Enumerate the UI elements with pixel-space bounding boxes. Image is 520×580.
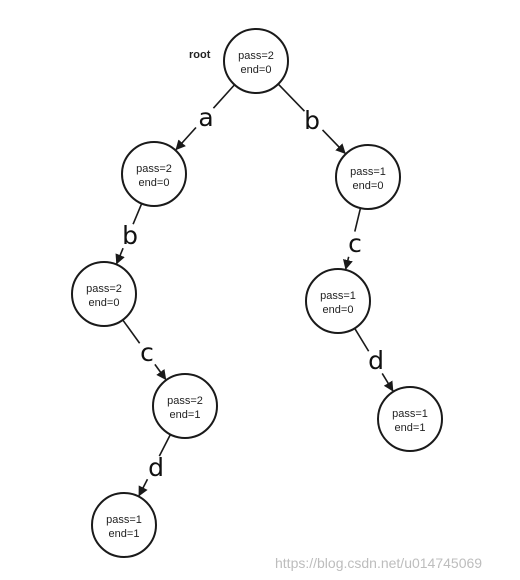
node-circle [91,492,157,558]
edge-arrow [381,373,394,392]
edge-label: c [140,338,154,367]
node-pass-text: pass=2 [238,50,274,62]
node-pass-text: pass=2 [136,163,172,175]
node-end-text: end=1 [109,528,140,540]
node-circle [71,261,137,327]
trie-node: pass=2 end=0 [71,261,137,327]
edge-line [354,207,362,232]
edge-label: d [148,453,164,482]
trie-node: pass=2 end=0 [223,28,289,94]
node-circle [377,386,443,452]
trie-node: pass=1 end=1 [377,386,443,452]
node-pass-text: pass=1 [350,166,386,178]
node-end-text: end=0 [241,64,272,76]
root-label: root [189,49,211,61]
edge-arrow [115,247,125,265]
edges-layer: a b b c c d d [115,83,394,497]
edge-arrow [321,129,346,154]
edge-label: a [198,103,213,132]
edge-arrow [343,256,353,270]
node-circle [152,373,218,439]
trie-node: pass=2 end=0 [121,141,187,207]
node-circle [121,141,187,207]
node-pass-text: pass=2 [167,395,203,407]
edge-label: d [368,346,384,375]
node-end-text: end=1 [170,409,201,421]
edge-label: c [348,229,362,258]
node-circle [305,268,371,334]
node-pass-text: pass=2 [86,283,122,295]
edge-line [212,84,236,109]
node-circle [335,144,401,210]
node-end-text: end=1 [395,422,426,434]
trie-node: pass=1 end=0 [305,268,371,334]
edge-line [353,327,370,352]
edge-line [122,319,141,344]
edge-label: b [122,221,138,250]
edge-arrow [138,478,149,497]
edge-line [158,434,172,457]
node-end-text: end=0 [353,180,384,192]
nodes-layer: pass=2 end=0 pass=2 end=0 pass=1 end=0 pass=2 e… [71,28,443,558]
node-pass-text: pass=1 [392,408,428,420]
node-pass-text: pass=1 [106,514,142,526]
edge-line [277,83,306,112]
edge-arrow [175,126,197,151]
trie-node: pass=2 end=1 [152,373,218,439]
edge-arrow [154,363,167,381]
watermark: https://blog.csdn.net/u014745069 [275,555,482,571]
node-end-text: end=0 [139,177,170,189]
node-end-text: end=0 [89,297,120,309]
edge-line [132,203,143,225]
node-circle [223,28,289,94]
edge-label: b [304,106,320,135]
trie-node: pass=1 end=1 [91,492,157,558]
node-end-text: end=0 [323,304,354,316]
trie-node: pass=1 end=0 [335,144,401,210]
node-pass-text: pass=1 [320,290,356,302]
